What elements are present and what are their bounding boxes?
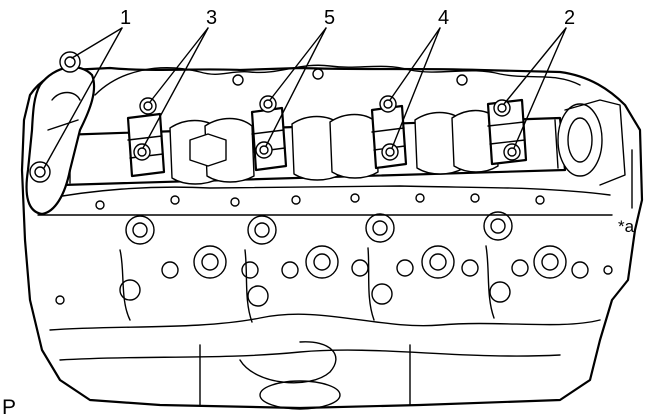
callout-a: *a: [618, 217, 635, 236]
callout-1: 1: [120, 7, 131, 29]
callout-4: 4: [438, 7, 449, 29]
cylinder-head-outline: [20, 66, 644, 410]
camshaft: [58, 99, 626, 187]
callout-5: 5: [324, 7, 335, 29]
callout-2: 2: [564, 7, 575, 29]
bearing-cap-1: [25, 51, 96, 216]
leader-lines: [43, 27, 633, 209]
callout-3: 3: [206, 7, 217, 29]
bearing-cap-2: [486, 98, 528, 166]
upper-rail: [94, 64, 581, 96]
corner-mark: P: [2, 396, 16, 419]
valve-lifters: [119, 211, 589, 323]
bearing-cap-5: [250, 95, 288, 172]
bearing-cap-3: [126, 97, 166, 178]
head-bolt-holes: [55, 193, 613, 305]
bearing-cap-4: [370, 95, 408, 170]
